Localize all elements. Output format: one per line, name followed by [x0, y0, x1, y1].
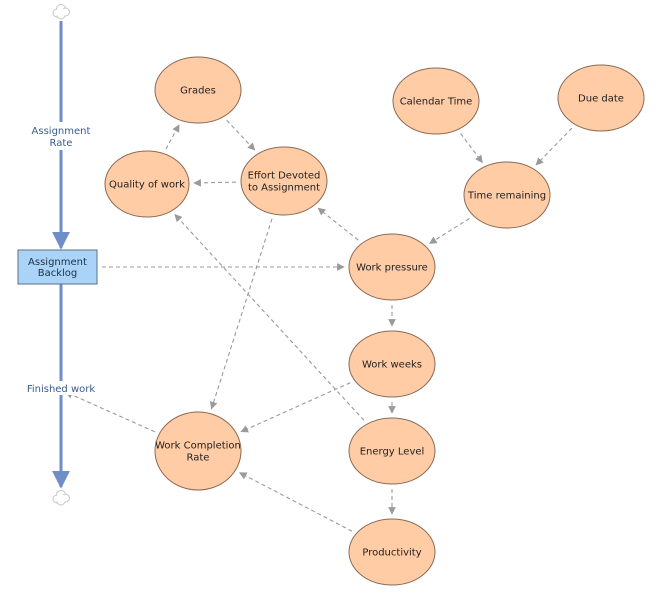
node-energy-level[interactable]: Energy Level: [348, 417, 436, 485]
node-calendar-time[interactable]: Calendar Time: [392, 67, 480, 135]
node-work-pressure[interactable]: Work pressure: [348, 233, 436, 301]
node-label-quality-of-work: Quality of work: [109, 180, 185, 191]
node-label-effort-devoted: to Assignment: [248, 183, 320, 194]
source-cloud-icon: [52, 4, 70, 20]
link-work-completion-rate-to-finished-work: [64, 391, 156, 433]
inflow-label-bg: [31, 122, 91, 150]
link-work-weeks-to-work-completion-rate: [240, 382, 351, 433]
inflow-label-line: Assignment: [32, 126, 91, 137]
link-energy-level-to-quality-of-work: [174, 213, 365, 421]
link-due-date-to-time-remaining: [535, 127, 573, 166]
stock-label-line: Assignment: [28, 257, 87, 268]
inflow-label-line: Rate: [50, 138, 73, 149]
link-effort-devoted-to-quality-of-work: [193, 179, 237, 187]
link-grades-to-effort-devoted: [226, 119, 256, 151]
node-label-calendar-time: Calendar Time: [400, 97, 473, 108]
node-label-productivity: Productivity: [362, 548, 421, 559]
node-due-date[interactable]: Due date: [557, 64, 645, 132]
outflow-label-line: Finished work: [27, 384, 96, 395]
node-work-weeks[interactable]: Work weeks: [348, 330, 436, 398]
node-label-work-pressure: Work pressure: [356, 263, 428, 274]
node-label-work-completion-rate: Rate: [187, 453, 210, 464]
node-productivity[interactable]: Productivity: [348, 518, 436, 586]
link-work-pressure-to-effort-devoted: [317, 207, 359, 241]
link-quality-of-work-to-grades: [165, 124, 180, 150]
node-label-work-weeks: Work weeks: [362, 360, 422, 371]
outflow-label-bg: [27, 381, 95, 395]
node-label-due-date: Due date: [578, 94, 624, 105]
node-label-work-completion-rate: Work Completion: [155, 441, 241, 452]
sink-cloud-icon: [52, 490, 70, 506]
node-grades[interactable]: Grades: [154, 56, 242, 124]
link-effort-devoted-to-work-completion-rate: [209, 218, 273, 410]
node-time-remaining[interactable]: Time remaining: [463, 161, 551, 229]
node-quality-of-work[interactable]: Quality of work: [104, 150, 190, 218]
link-productivity-to-work-completion-rate: [239, 472, 353, 532]
node-label-time-remaining: Time remaining: [467, 191, 546, 202]
node-label-effort-devoted: Effort Devoted: [248, 171, 321, 182]
link-calendar-time-to-time-remaining: [460, 133, 483, 164]
link-time-remaining-to-work-pressure: [428, 218, 470, 244]
node-label-energy-level: Energy Level: [360, 447, 425, 458]
stock-label-line: Backlog: [38, 268, 78, 279]
node-label-grades: Grades: [180, 86, 216, 97]
links-layer: [64, 119, 573, 532]
